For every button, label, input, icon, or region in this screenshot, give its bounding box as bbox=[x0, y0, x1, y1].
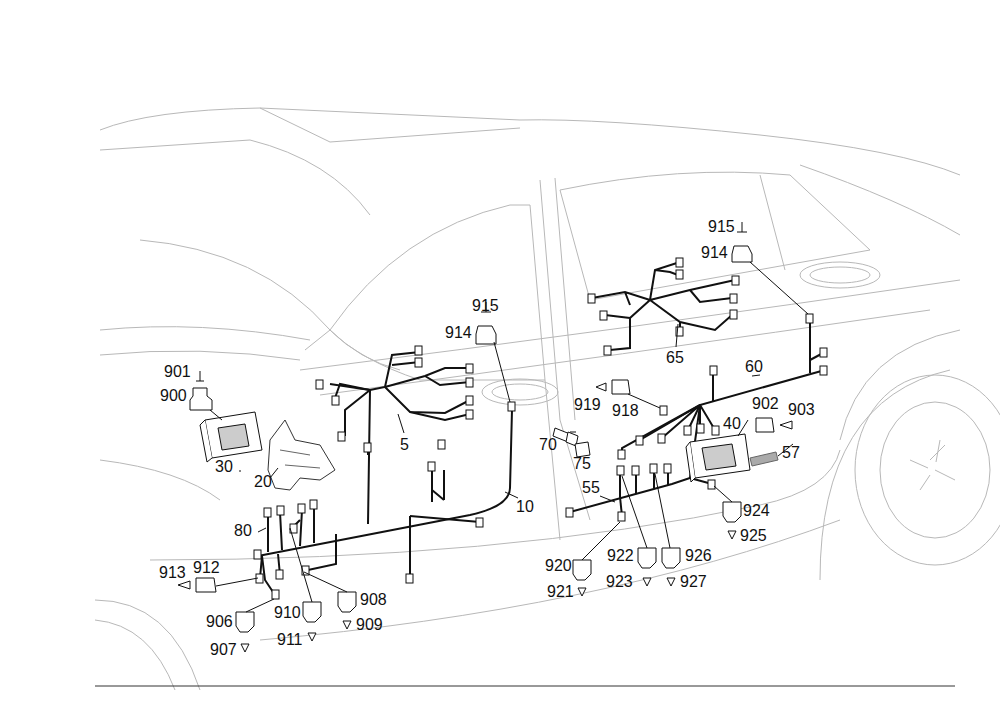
callout-number: 10 bbox=[516, 498, 534, 516]
callout-number: 40 bbox=[723, 415, 741, 433]
callout-number: 918 bbox=[612, 402, 639, 420]
callout-number: 923 bbox=[606, 573, 633, 591]
callout-number: 903 bbox=[788, 401, 815, 419]
callout-number: 75 bbox=[573, 455, 591, 473]
callout-number: 65 bbox=[666, 349, 684, 367]
callout-number: 924 bbox=[743, 502, 770, 520]
callout-number: 906 bbox=[206, 613, 233, 631]
callout-number: 908 bbox=[360, 591, 387, 609]
callout-number: 70 bbox=[539, 436, 557, 454]
callout-number: 911 bbox=[277, 631, 303, 649]
callout-number: 907 bbox=[210, 641, 237, 659]
callout-number: 910 bbox=[274, 604, 301, 622]
callout-number: 901 bbox=[164, 363, 191, 381]
callout-number: 912 bbox=[193, 559, 220, 577]
callout-number: 902 bbox=[752, 395, 779, 413]
callout-number: 925 bbox=[740, 527, 767, 545]
callout-number: 913 bbox=[159, 564, 186, 582]
callout-number: 914 bbox=[701, 244, 728, 262]
callout-number: 919 bbox=[574, 396, 601, 414]
callout-number: 915 bbox=[472, 297, 499, 315]
callout-number: 20 bbox=[254, 473, 272, 491]
callout-number: 926 bbox=[685, 547, 712, 565]
callout-number: 927 bbox=[680, 573, 707, 591]
callout-number: 30 bbox=[215, 458, 233, 476]
callout-number: 5 bbox=[400, 436, 409, 454]
callout-number: 920 bbox=[545, 557, 572, 575]
callout-number: 57 bbox=[782, 444, 800, 462]
callout-number: 900 bbox=[160, 387, 187, 405]
callout-number: 922 bbox=[607, 547, 634, 565]
callout-number: 60 bbox=[745, 358, 763, 376]
callout-number: 915 bbox=[708, 218, 735, 236]
callout-number: 80 bbox=[234, 522, 252, 540]
callout-number: 909 bbox=[356, 616, 383, 634]
callout-number: 55 bbox=[582, 479, 600, 497]
callout-number: 921 bbox=[547, 583, 574, 601]
callout-number: 914 bbox=[445, 324, 472, 342]
